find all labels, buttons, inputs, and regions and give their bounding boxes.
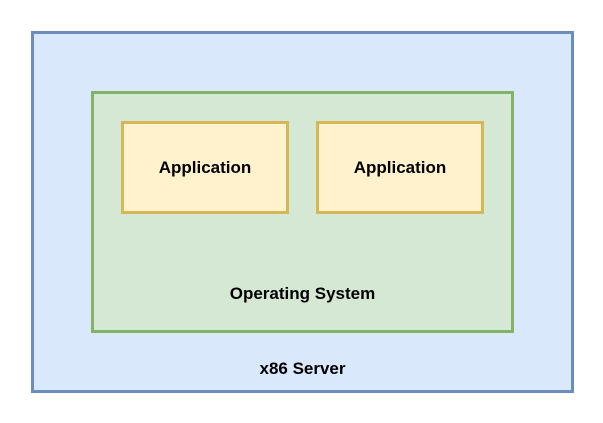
operating-system-label: Operating System [229, 284, 376, 303]
application-label-1: Application [158, 157, 252, 177]
application-box-2: Application [316, 121, 484, 214]
x86-server-label: x86 Server [259, 359, 346, 378]
application-label-2: Application [353, 157, 447, 177]
application-box-1: Application [121, 121, 289, 214]
